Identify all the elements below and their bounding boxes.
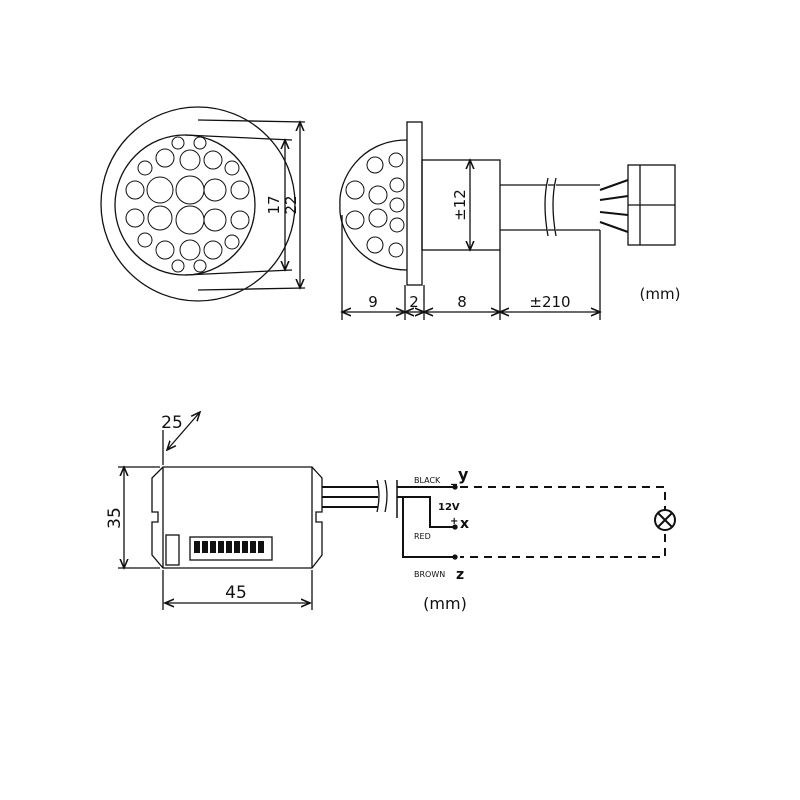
- dip-switches: [194, 541, 264, 553]
- wiring-diagram: BLACK _ y 12V + x RED BROWN z (mm): [396, 465, 676, 613]
- dome-facets: [345, 152, 405, 258]
- brown-wire-label: BROWN: [414, 570, 445, 579]
- voltage-label: 12V: [438, 502, 460, 513]
- minus-sign: _: [451, 471, 457, 486]
- red-wire-label: RED: [414, 532, 431, 541]
- dim-depth: 25: [161, 413, 183, 433]
- lens-facets: [125, 136, 250, 273]
- module-view: 25 35 45: [105, 412, 388, 610]
- side-view: ±12 9 2 8 ±210 (mm): [339, 121, 681, 320]
- black-wire-label: BLACK: [414, 476, 441, 485]
- dim-dome: 9: [368, 293, 378, 311]
- dim-diameter: ±12: [451, 189, 469, 221]
- unit-top: (mm): [640, 285, 681, 303]
- dim-height: 35: [105, 507, 125, 529]
- terminal-z: z: [456, 567, 464, 583]
- lamp-icon: [654, 509, 676, 531]
- unit-bottom: (mm): [423, 594, 467, 613]
- dim-17: 17: [265, 195, 283, 214]
- dim-body: 8: [457, 293, 467, 311]
- dim-flange: 2: [409, 293, 419, 311]
- terminal-y: y: [458, 465, 469, 484]
- dim-cable: ±210: [529, 293, 570, 311]
- terminal-x: x: [460, 516, 469, 532]
- front-view: 17 22: [100, 106, 306, 302]
- dim-22: 22: [282, 195, 300, 214]
- plus-sign: +: [450, 516, 458, 527]
- dim-width: 45: [225, 583, 247, 603]
